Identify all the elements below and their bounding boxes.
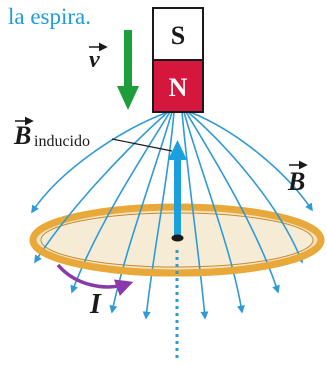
magnet-south-pole (152, 7, 204, 61)
induced-field-arrow (168, 140, 187, 242)
magnet-north-pole (152, 59, 204, 113)
svg-text:inducido: inducido (34, 133, 90, 150)
svg-text:B: B (13, 121, 31, 150)
field-line (31, 111, 169, 214)
magnet-north-label: N (169, 73, 188, 102)
magnet-south-label: S (171, 21, 185, 50)
field-line (142, 111, 175, 320)
current-arrow (56, 263, 134, 296)
field-line (185, 111, 280, 294)
field-line (183, 111, 245, 314)
field-label: B (287, 160, 308, 196)
field-line (187, 111, 304, 264)
velocity-label: v (89, 42, 108, 73)
caption-text: la espira. (8, 4, 92, 29)
field-line (70, 111, 171, 294)
field-line (34, 111, 169, 264)
leader-line (111, 138, 173, 152)
current-label: I (89, 289, 102, 320)
induced-field-label: B inducido (13, 116, 173, 152)
bar-magnet: S N (152, 7, 204, 113)
velocity-arrow (117, 30, 139, 110)
svg-text:B: B (287, 167, 305, 196)
field-line (189, 111, 313, 212)
field-line (181, 111, 209, 320)
svg-text:v: v (89, 47, 100, 73)
